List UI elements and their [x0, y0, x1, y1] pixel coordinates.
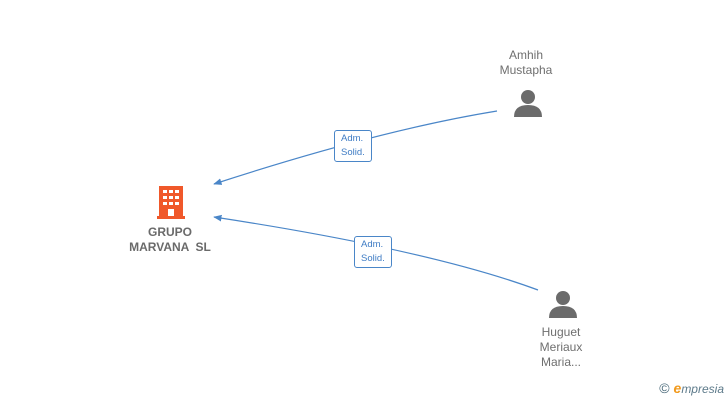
edge-label-line2: Solid.: [361, 253, 385, 264]
person-label-huguet[interactable]: Huguet Meriaux Maria...: [511, 325, 611, 370]
brand-name: mpresia: [681, 382, 724, 396]
building-icon[interactable]: [157, 186, 185, 219]
brand-e: e: [673, 380, 682, 396]
edge-label-amhih[interactable]: Adm. Solid.: [334, 130, 372, 162]
person-icon[interactable]: [514, 90, 542, 117]
company-label[interactable]: GRUPO MARVANA SL: [110, 225, 230, 255]
edge-label-huguet[interactable]: Adm. Solid.: [354, 236, 392, 268]
edge-label-line1: Adm.: [361, 239, 384, 250]
edge-huguet-to-company: [213, 214, 539, 291]
person-name-line1: Amhih: [508, 48, 543, 62]
company-name-line2: MARVANA SL: [129, 240, 211, 254]
empresia-logo[interactable]: © empresia: [659, 380, 724, 396]
person-icon[interactable]: [549, 291, 577, 318]
company-name-line1: GRUPO: [147, 225, 192, 239]
person-name-line1: Huguet: [541, 325, 581, 339]
person-label-amhih[interactable]: Amhih Mustapha: [476, 48, 576, 78]
person-name-line2: Meriaux: [539, 340, 583, 354]
person-name-line3: Maria...: [540, 355, 581, 369]
edge-label-line2: Solid.: [341, 147, 365, 158]
copyright-icon: ©: [659, 380, 670, 396]
person-name-line2: Mustapha: [499, 63, 553, 77]
edge-label-line1: Adm.: [341, 133, 364, 144]
